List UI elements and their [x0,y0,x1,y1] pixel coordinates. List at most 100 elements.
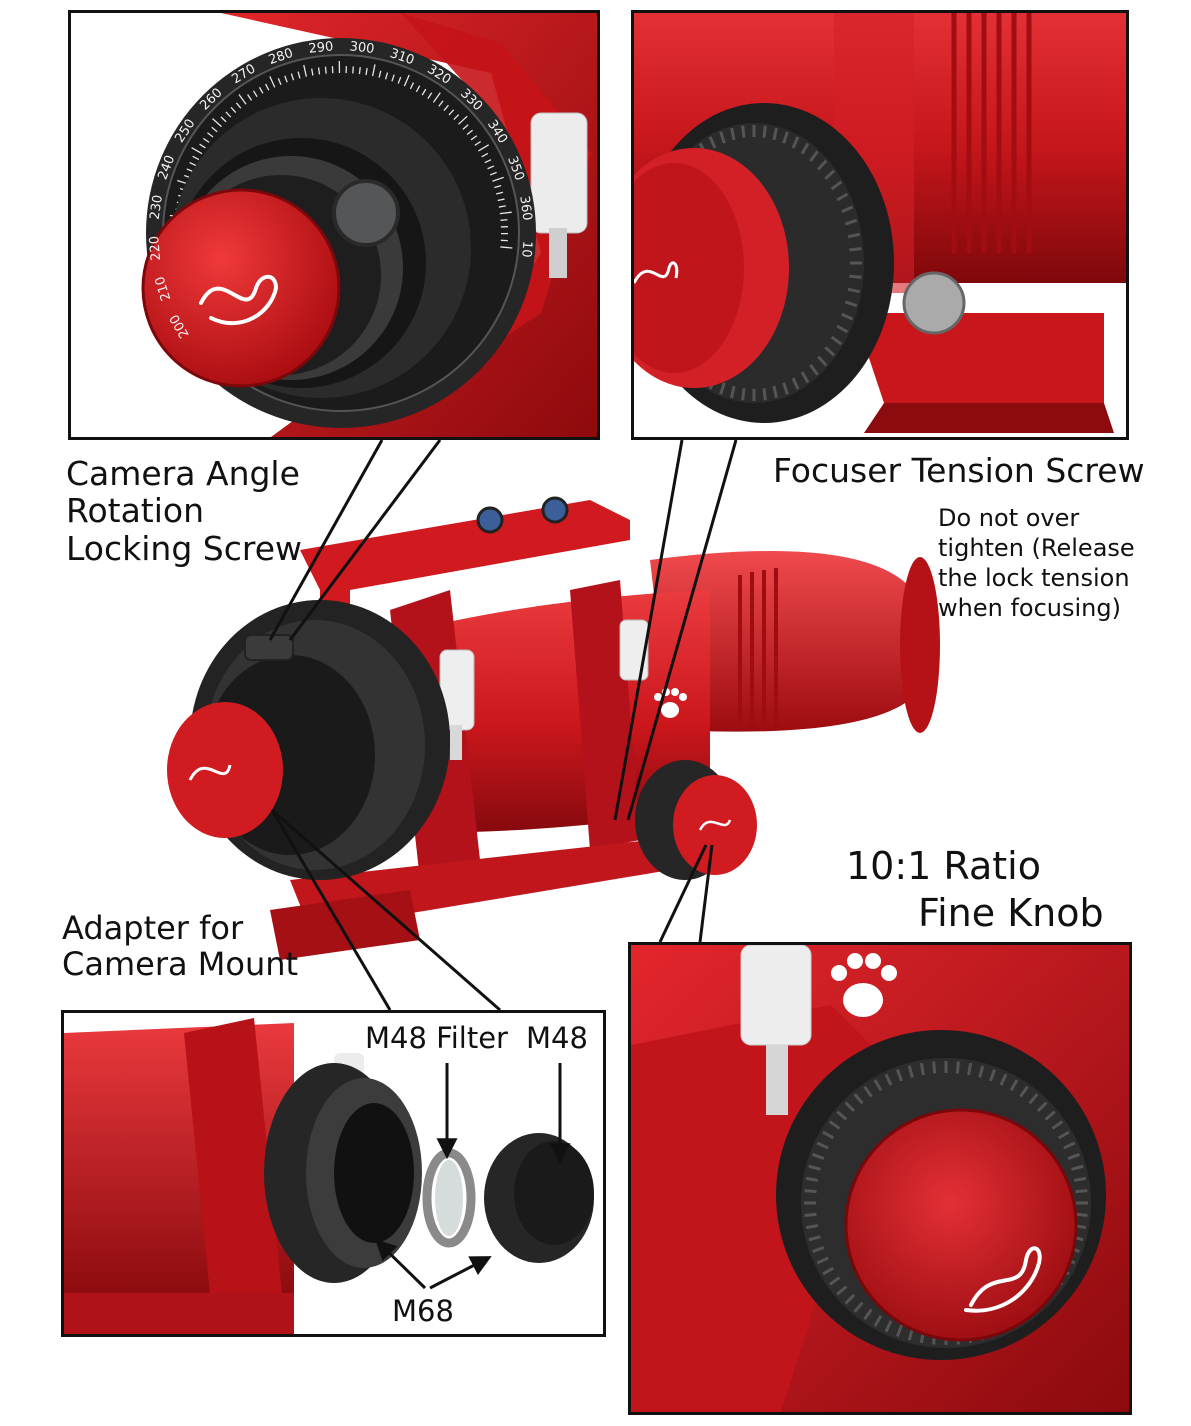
knurl-ridge [828,1276,841,1286]
knurl-ridge [841,205,854,214]
dial-tick [358,67,361,75]
knurl-ridge [805,1176,819,1182]
knurl-ridge [830,335,843,346]
dial-tick [258,86,264,94]
dial-tick [497,198,505,202]
knurl-ridge [896,1069,903,1082]
dial-tick [457,115,468,125]
knurl-ridge [741,125,746,138]
knurl-ridge [772,385,778,399]
knurl-ridge [1057,1130,1070,1140]
knurl-ridge [844,1101,856,1113]
note-line-4: when focusing) [938,594,1121,622]
knurl-ridge [836,324,849,334]
dial-tick [290,73,295,81]
knurl-ridge [828,1120,841,1130]
knurl-ridge [844,300,858,308]
knurl-ridge [836,1285,848,1296]
dial-tick [352,66,354,74]
knurl-ridge [762,388,767,401]
knurl-ridge [1071,1164,1084,1171]
knurl-ridge [873,1314,883,1327]
fine-knob-label-line-2: Fine Knob [918,891,1104,935]
knurl-ridge [841,312,854,321]
dial-tick [211,126,218,133]
knurl-ridge [782,131,789,144]
dial-tick [247,94,253,101]
knurl-ridge [847,287,860,294]
swan-logo-icon [199,274,279,326]
knurl-ridge [730,385,736,399]
knurl-ridge [978,1065,985,1078]
knurl-ridge [772,127,778,141]
knurl-ridge [809,150,819,162]
dial-tick [384,72,389,80]
dial-tick [500,219,508,221]
knurl-ridge [844,1293,856,1305]
swan-logo-icon [964,1246,1042,1313]
knurl-ridge [817,159,828,171]
dial-tick [500,246,513,249]
knurl-ridge [955,1061,960,1074]
dial-tick [225,111,232,118]
dial-tick [438,100,444,107]
dial-tick [189,161,197,167]
dial-tick [499,211,512,215]
dial-tick [186,168,194,173]
knurl-ridge [791,377,800,390]
dial-tick [265,83,270,91]
knurl-ridge [1067,1153,1080,1160]
knurl-ridge [853,1301,864,1313]
note-line-1: Do not over [938,504,1080,532]
dial-tick [492,176,504,182]
knurl-ridge [847,232,860,239]
knurl-ridge [812,1153,825,1160]
adapter-line-1: Adapter for [62,909,244,947]
dial-tick [303,64,308,77]
dial-tick [478,144,490,152]
dial-tick [496,191,504,195]
knurl-ridge [1075,1189,1088,1194]
dial-tick [365,67,368,76]
knurl-ridge [741,388,746,401]
focuser-closeup-image [634,13,1126,433]
knurl-ridge [836,192,849,202]
knurl-ridge [822,1266,835,1276]
knurl-ridge [762,125,767,138]
knurl-ridge [1063,1141,1076,1150]
knurl-ridge [884,1320,893,1333]
dial-tick [487,165,495,170]
knurl-ridge [817,355,828,367]
dial-tick [220,116,227,123]
knurl-ridge [791,136,800,149]
knurl-ridge [805,1224,819,1230]
dial-tick [238,94,247,105]
dial-tick [403,74,410,87]
dial-tick [371,64,376,77]
knurl-ridge [719,131,726,144]
dial-tick [466,129,473,136]
dial-tick [489,171,497,176]
adapter-panel [61,1010,606,1337]
knurl-ridge [824,169,836,180]
knurl-ridge [907,1065,914,1078]
knurl-ridge [1051,1120,1064,1130]
dial-tick [284,75,288,83]
knurl-ridge [808,1235,821,1242]
knurl-ridge [873,1079,883,1092]
knurl-ridge [849,274,862,279]
knurl-ridge [804,1189,817,1194]
dial-tick [494,184,502,189]
knurl-ridge [816,1141,829,1150]
knurl-ridge [719,382,726,395]
dial-tick [484,159,492,164]
camera-angle-line-1: Camera Angle [66,454,300,493]
knurl-ridge [1044,1110,1056,1121]
dial-tick [415,85,421,93]
knurl-ridge [800,371,810,384]
knurl-ridge [730,127,736,141]
note-line-2: tighten (Release [938,534,1135,562]
knurl-ridge [844,218,858,226]
knurl-ridge [809,364,819,376]
knurl-ridge [782,382,789,395]
